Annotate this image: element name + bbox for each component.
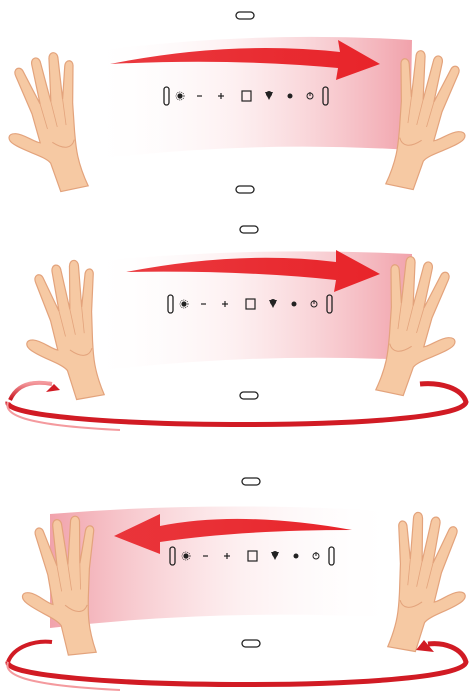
bottom-slot-icon	[242, 640, 260, 647]
rotation-ring-back	[8, 642, 52, 662]
panel-3	[7, 478, 470, 690]
left-hand-icon	[0, 49, 98, 200]
top-slot-icon	[242, 478, 260, 485]
bottom-slot-icon	[240, 392, 258, 399]
bottom-slot-icon	[236, 186, 254, 193]
top-slot-icon	[236, 12, 254, 19]
rotation-ring-back	[10, 383, 52, 400]
panel-2	[7, 226, 470, 430]
panel-1	[0, 12, 470, 200]
top-slot-icon	[240, 226, 258, 233]
